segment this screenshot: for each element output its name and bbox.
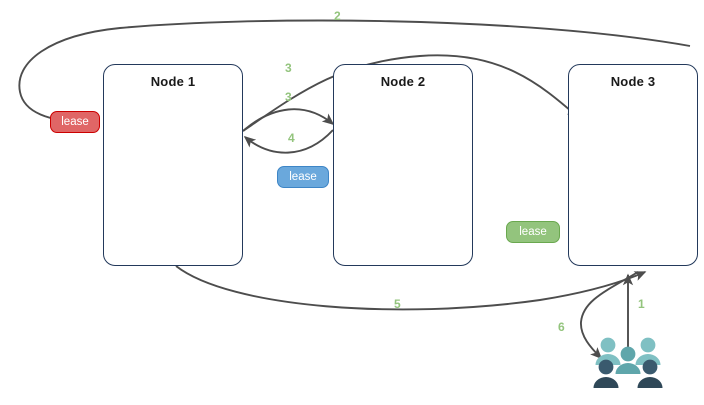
step-label-6: 6 (558, 320, 565, 334)
node-title-node2: Node 2 (380, 74, 426, 89)
step-label-3a: 3 (285, 61, 292, 75)
step-label-4: 4 (288, 131, 295, 145)
lease-label: lease (61, 116, 89, 128)
lease-label: lease (519, 226, 547, 238)
lease-badge-green[interactable]: lease (506, 221, 560, 243)
users-icon[interactable] (592, 335, 664, 393)
step-label-1: 1 (638, 297, 645, 311)
node-title-node1: Node 1 (150, 74, 196, 89)
node-box-node3[interactable]: Node 3 (568, 64, 698, 266)
arrow-step-5 (175, 265, 647, 311)
lease-badge-blue[interactable]: lease (277, 166, 329, 188)
step-label-2: 2 (334, 9, 341, 23)
step-label-3b: 3 (285, 90, 292, 104)
lease-label: lease (289, 171, 317, 183)
node-box-node1[interactable]: Node 1 (103, 64, 243, 266)
step-label-5: 5 (394, 297, 401, 311)
node-title-node3: Node 3 (610, 74, 656, 89)
arrow-step-3-to-node2 (242, 108, 335, 132)
lease-badge-red[interactable]: lease (50, 111, 100, 133)
node-box-node2[interactable]: Node 2 (333, 64, 473, 266)
